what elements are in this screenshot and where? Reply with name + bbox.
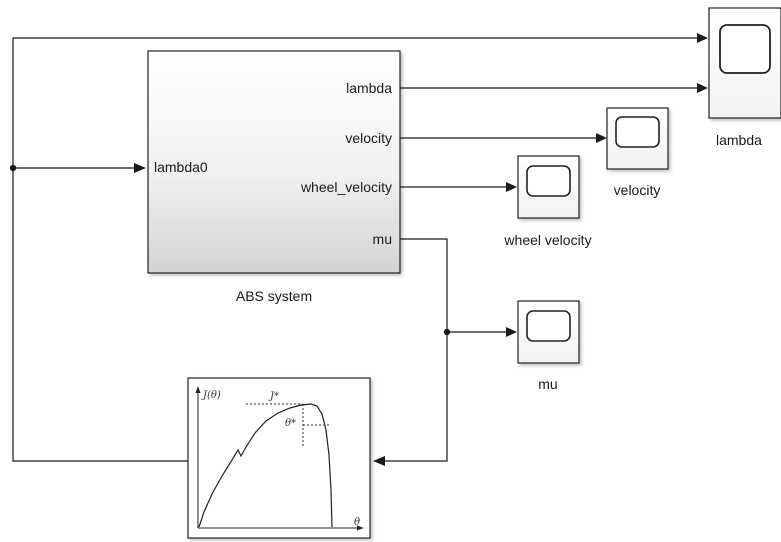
scope-wheel-velocity-label: wheel velocity bbox=[503, 232, 591, 248]
scope-icon bbox=[719, 24, 771, 74]
performance-curve-block[interactable]: J(θ) J* θ* θ bbox=[187, 377, 371, 539]
output-port-velocity: velocity bbox=[345, 130, 392, 146]
signal-top-to-lambda-scope[interactable] bbox=[12, 37, 697, 168]
curve-block-body[interactable] bbox=[187, 377, 371, 539]
subsystem-name-label: ABS system bbox=[236, 288, 312, 304]
arrowhead bbox=[373, 456, 385, 466]
signal-mu-out[interactable] bbox=[385, 238, 448, 462]
curve-optimum-value-label: J* bbox=[268, 391, 279, 402]
output-port-lambda: lambda bbox=[346, 80, 392, 96]
curve-y-axis-label: J(θ) bbox=[201, 390, 221, 401]
scope-mu-label: mu bbox=[538, 376, 557, 392]
curve-optimum-param-label: θ* bbox=[285, 418, 296, 429]
scope-icon bbox=[526, 165, 571, 197]
abs-subsystem-block[interactable]: lambda0 lambda velocity wheel_velocity m… bbox=[147, 50, 401, 274]
scope-velocity[interactable] bbox=[606, 107, 669, 170]
signal-lines bbox=[9, 33, 708, 466]
arrowhead bbox=[506, 182, 517, 192]
scope-wheel-velocity[interactable] bbox=[517, 155, 580, 219]
scope-mu[interactable] bbox=[517, 300, 580, 364]
arrowhead bbox=[506, 327, 517, 337]
scope-icon bbox=[526, 310, 571, 342]
signal-optimizer-feedback[interactable] bbox=[12, 168, 188, 462]
input-port-lambda0: lambda0 bbox=[154, 159, 208, 175]
performance-curve-icon bbox=[195, 386, 364, 531]
scope-icon bbox=[615, 116, 660, 148]
arrowhead bbox=[596, 133, 607, 143]
branch-point bbox=[443, 328, 451, 336]
scope-lambda-label: lambda bbox=[716, 132, 762, 148]
arrowhead bbox=[697, 33, 708, 43]
arrowhead bbox=[134, 163, 146, 173]
scope-lambda[interactable] bbox=[708, 7, 781, 119]
arrowhead bbox=[697, 83, 708, 93]
scope-velocity-label: velocity bbox=[614, 182, 661, 198]
curve-x-axis-label: θ bbox=[354, 517, 360, 528]
output-port-mu: mu bbox=[373, 231, 392, 247]
output-port-wheel-velocity: wheel_velocity bbox=[300, 179, 392, 195]
subsystem-body[interactable] bbox=[147, 50, 401, 274]
